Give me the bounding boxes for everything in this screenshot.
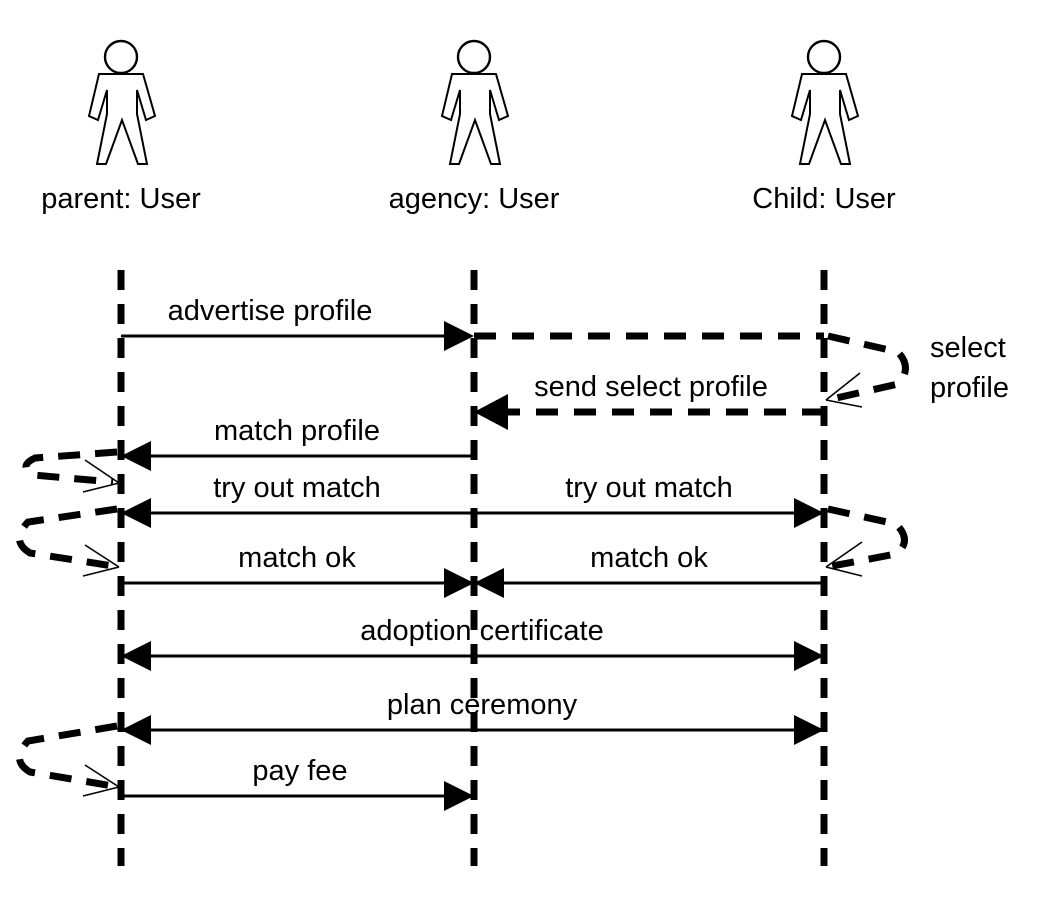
actor-head-icon xyxy=(806,39,842,75)
self-message-label-line2: profile xyxy=(930,372,1009,404)
message-match-profile[interactable]: match profile xyxy=(121,415,474,471)
arrowhead-left-icon xyxy=(121,498,151,528)
arrowhead-right-icon xyxy=(794,715,824,745)
message-label-pay-fee: pay fee xyxy=(252,755,347,787)
message-advertise-profile[interactable]: advertise profile xyxy=(121,295,474,351)
message-try-out-match-left[interactable]: try out match xyxy=(121,472,474,528)
message-label-plan-ceremony: plan ceremony xyxy=(387,689,578,721)
self-message-select-profile[interactable]: select profile xyxy=(825,332,1009,408)
message-plan-ceremony[interactable]: plan ceremony xyxy=(121,689,824,745)
message-match-ok-left[interactable]: match ok xyxy=(121,542,474,598)
actor-label-agency: agency: User xyxy=(389,183,560,215)
actor-icon-child xyxy=(790,39,860,165)
message-label-match-ok-right: match ok xyxy=(590,542,708,574)
self-message-arrowhead-thin-icon xyxy=(825,541,863,577)
actor-body-icon xyxy=(440,73,510,165)
self-message-parent-try-out-match[interactable] xyxy=(16,505,120,577)
message-label-match-profile: match profile xyxy=(214,415,380,447)
actor-head-icon xyxy=(456,39,492,75)
self-message-loop-path xyxy=(827,332,909,403)
arrowhead-right-icon xyxy=(444,321,474,351)
arrowhead-left-icon xyxy=(121,715,151,745)
arrowhead-left-icon xyxy=(474,568,504,598)
actor-label-parent: parent: User xyxy=(41,183,201,215)
actor-icon-agency xyxy=(440,39,510,165)
message-adoption-certificate[interactable]: adoption certificate xyxy=(121,615,824,671)
self-message-arrowhead-thin-icon xyxy=(82,764,120,797)
arrowhead-left-icon xyxy=(121,641,151,671)
actor-agency[interactable]: agency: User xyxy=(389,39,560,215)
self-message-arrowhead-thin-icon xyxy=(82,459,120,493)
message-label-match-ok-left: match ok xyxy=(238,542,356,574)
self-message-loop-path xyxy=(16,722,118,790)
self-message-arrowhead-thin-icon xyxy=(82,544,120,577)
actor-icon-parent xyxy=(87,39,157,165)
self-message-parent-match-profile[interactable] xyxy=(22,448,120,493)
self-message-loop-path xyxy=(16,505,118,570)
message-label-adoption-certificate: adoption certificate xyxy=(360,615,603,647)
arrowhead-left-icon xyxy=(121,441,151,471)
actor-body-icon xyxy=(790,73,860,165)
actor-parent[interactable]: parent: User xyxy=(41,39,201,215)
actor-head-icon xyxy=(103,39,139,75)
actor-child[interactable]: Child: User xyxy=(752,39,896,215)
message-try-out-match-right[interactable]: try out match xyxy=(474,472,824,528)
arrowhead-right-icon xyxy=(794,498,824,528)
arrowhead-right-icon xyxy=(444,568,474,598)
self-message-arrowhead-thin-icon xyxy=(825,372,863,408)
message-match-ok-right[interactable]: match ok xyxy=(474,542,824,598)
message-label-try-out-match-left: try out match xyxy=(213,472,381,504)
message-label-try-out-match-right: try out match xyxy=(565,472,733,504)
self-message-loop-path xyxy=(22,448,118,486)
arrowhead-right-icon xyxy=(794,641,824,671)
actor-body-icon xyxy=(87,73,157,165)
actor-label-child: Child: User xyxy=(752,183,896,215)
self-message-child-try-out-match[interactable] xyxy=(825,505,908,577)
message-label-advertise-profile: advertise profile xyxy=(168,295,373,327)
arrowhead-right-icon xyxy=(444,781,474,811)
self-message-loop-path xyxy=(827,505,908,570)
self-message-parent-pay-fee[interactable] xyxy=(16,722,120,797)
message-send-select-profile[interactable]: send select profile xyxy=(474,371,824,430)
self-message-label-line1: select xyxy=(930,332,1006,364)
message-pay-fee[interactable]: pay fee xyxy=(121,755,474,811)
arrowhead-left-icon xyxy=(474,394,508,430)
message-label-send-select-profile: send select profile xyxy=(534,371,768,403)
